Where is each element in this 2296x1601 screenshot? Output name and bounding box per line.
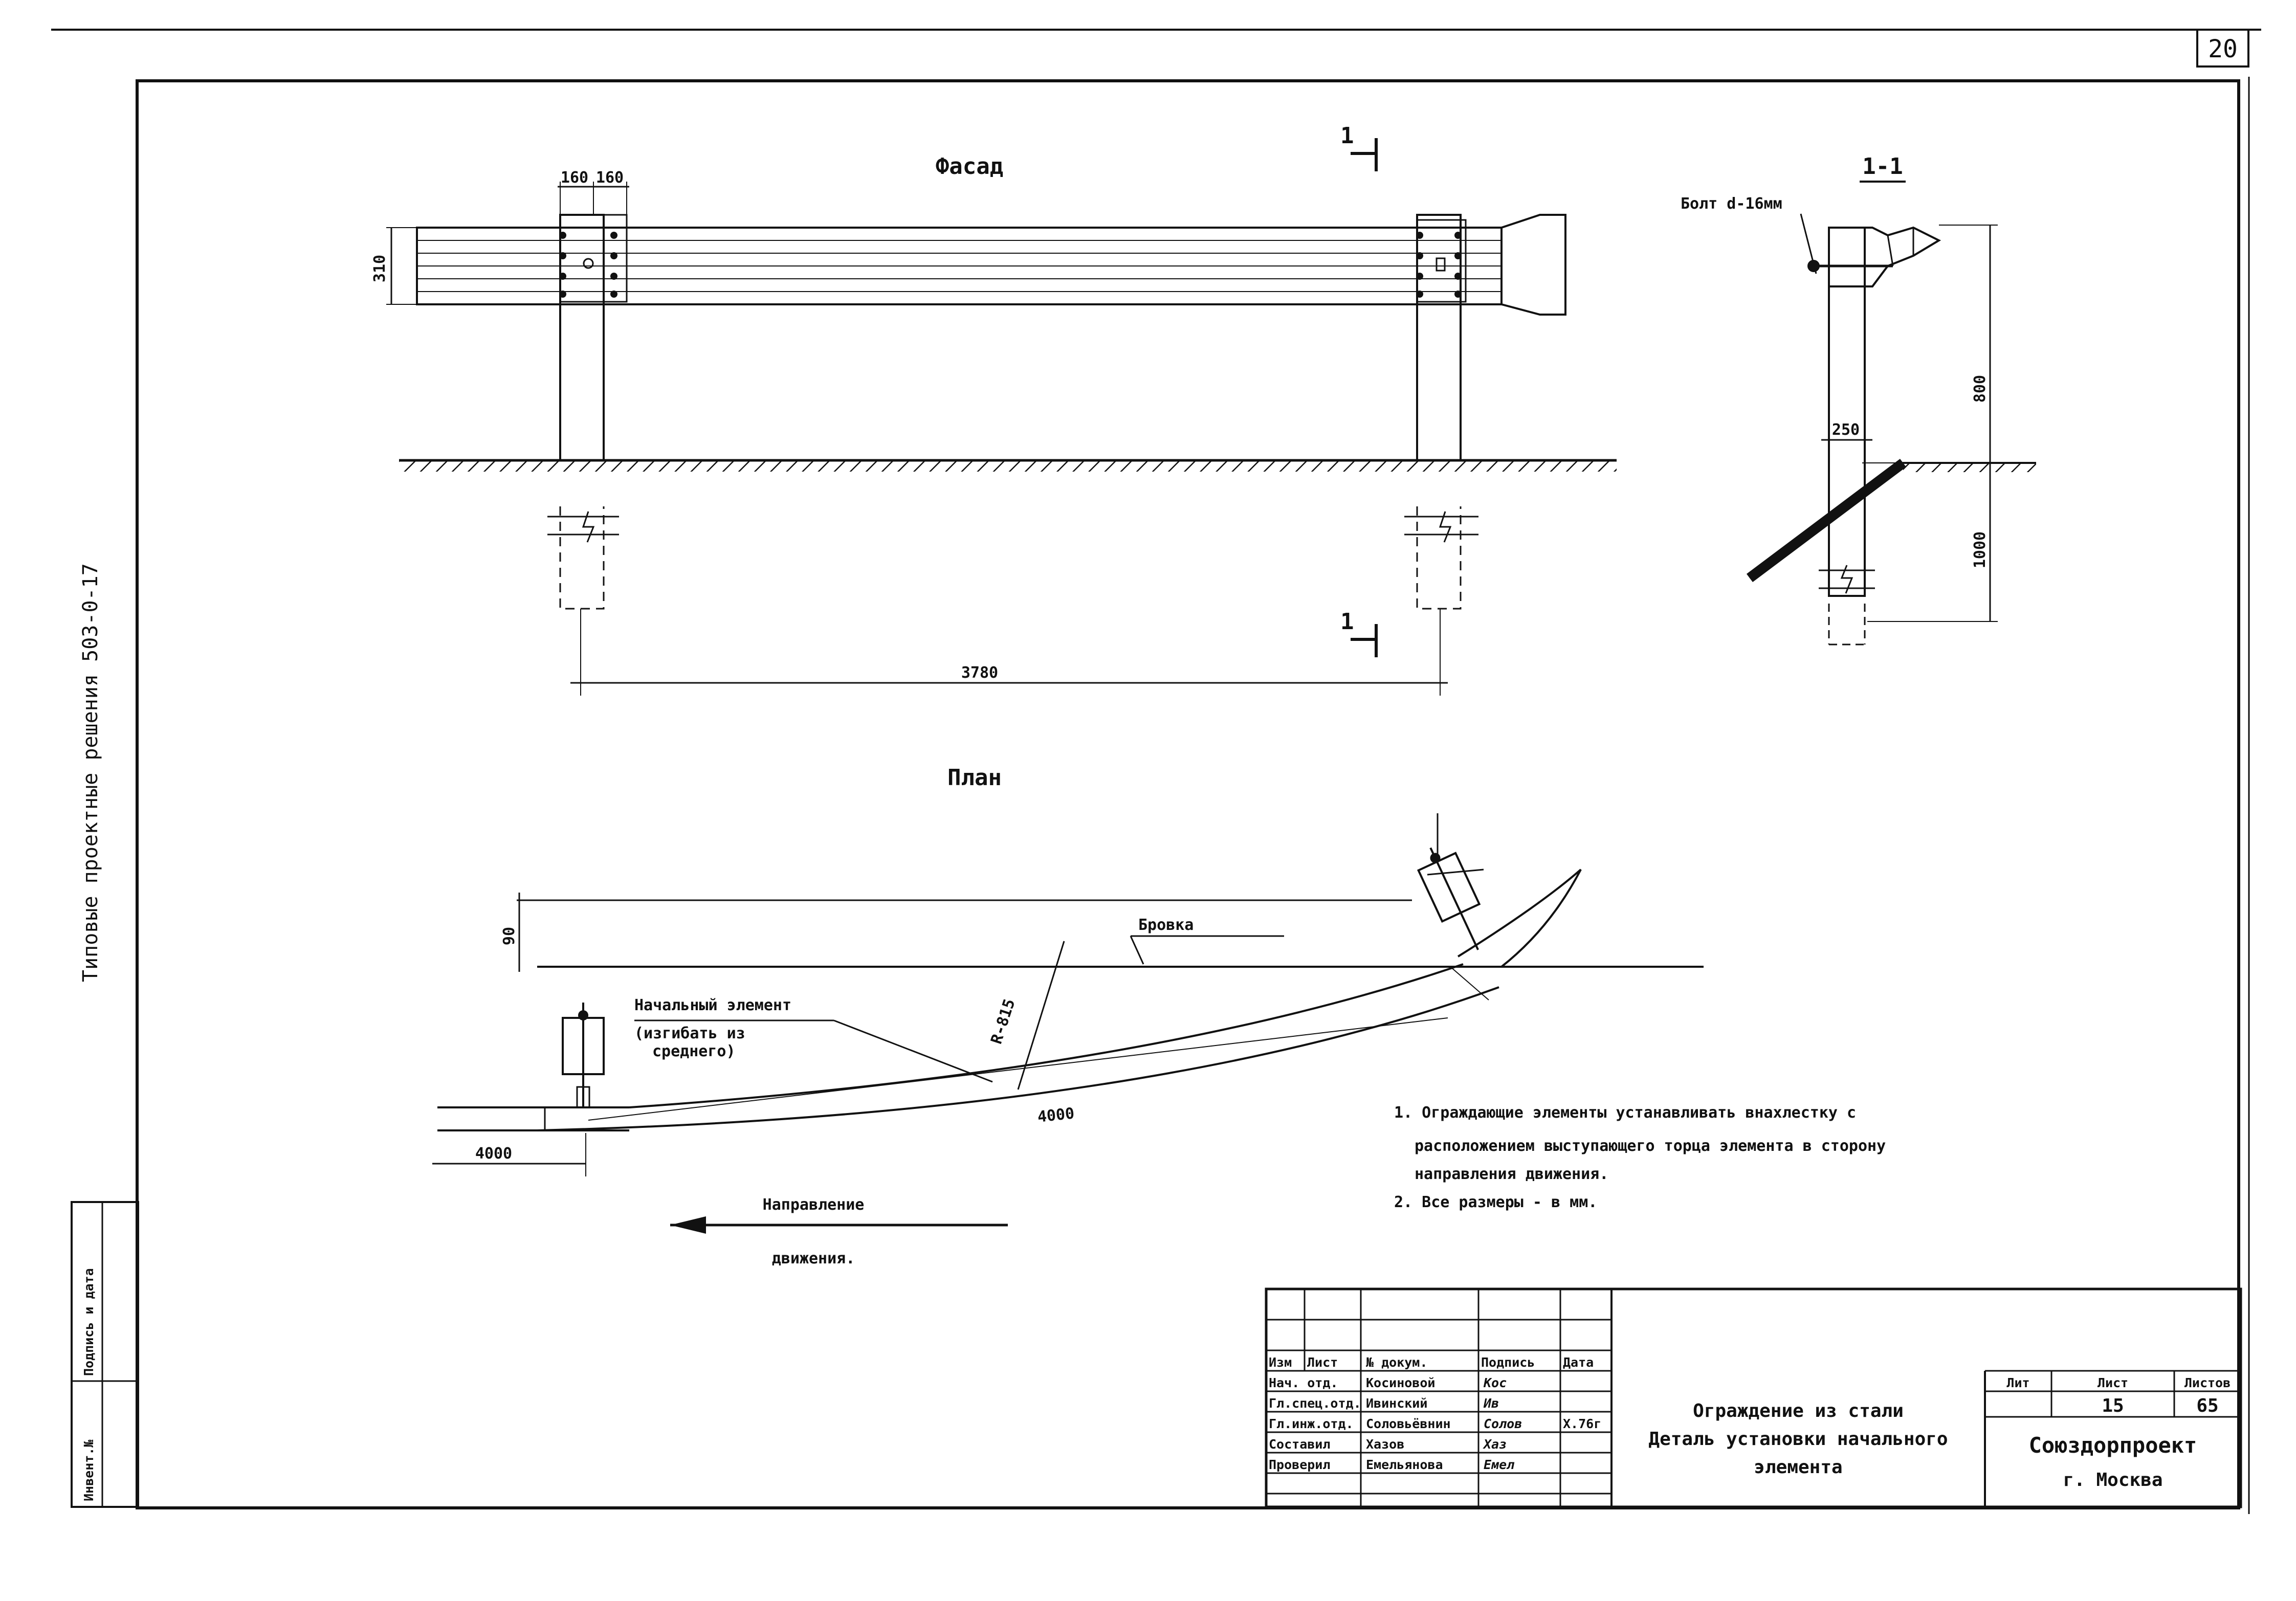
plan-drawing: [432, 813, 1704, 1234]
row-role-4: Составил: [1269, 1437, 1330, 1452]
v-list: 15: [2102, 1395, 2124, 1416]
dim-310: 310: [371, 255, 389, 282]
sheet-number: 20: [2208, 35, 2238, 63]
facade-title: Фасад: [936, 153, 1003, 180]
row-role-2: Гл.спец.отд.: [1269, 1396, 1361, 1411]
signature-date-label: Подпись и дата: [81, 1268, 96, 1376]
row-sign-5: Емел: [1484, 1457, 1515, 1472]
row-name-1: Косиновой: [1366, 1375, 1435, 1390]
dim-4000-curve: 4000: [1036, 1104, 1075, 1126]
row-sign-1: Кос: [1483, 1375, 1507, 1390]
drawing-title-1: Ограждение из стали: [1693, 1400, 1904, 1421]
brovka-label: Бровка: [1138, 916, 1194, 934]
th-izm: Изм: [1269, 1355, 1292, 1370]
section-mark-top: [1351, 138, 1378, 171]
title-block: [1265, 1287, 2242, 1508]
th-doc: № докум.: [1365, 1355, 1427, 1370]
row-sign-3: Солов: [1484, 1416, 1522, 1431]
post-left: [547, 214, 628, 610]
v-listov: 65: [2196, 1395, 2218, 1416]
dim-160-left: 160: [561, 169, 588, 187]
section-drawing: [1747, 213, 2036, 646]
post-right: [1404, 214, 1478, 610]
row-name-2: Ивинский: [1366, 1396, 1427, 1411]
drawing-title-3: элемента: [1754, 1457, 1842, 1478]
h-listov: Листов: [2184, 1375, 2231, 1390]
row-date-3: X.76г: [1563, 1416, 1601, 1431]
note-line-2: расположением выступающего торца элемент…: [1415, 1137, 1886, 1155]
note-line-4: 2. Все размеры - в мм.: [1394, 1193, 1597, 1211]
city: г. Москва: [2063, 1470, 2162, 1491]
direction-label-2: движения.: [772, 1250, 855, 1268]
th-sign: Подпись: [1481, 1355, 1535, 1370]
plan-title: План: [947, 765, 1002, 791]
radius-label: R-815: [987, 997, 1019, 1047]
dim-4000-left: 4000: [475, 1145, 512, 1163]
h-list: Лист: [2098, 1375, 2128, 1390]
th-list: Лист: [1307, 1355, 1338, 1370]
dim-1000: 1000: [1971, 531, 1989, 568]
sheet-frame: [51, 29, 2261, 1514]
row-role-3: Гл.инж.отд.: [1269, 1416, 1354, 1431]
row-name-3: Соловьёвнин: [1366, 1416, 1451, 1431]
element-label-3: среднего): [652, 1042, 736, 1060]
dim-250: 250: [1832, 421, 1860, 439]
dim-800: 800: [1971, 375, 1989, 403]
section-mark-bottom: [1351, 624, 1378, 657]
dim-3780: 3780: [961, 664, 998, 682]
note-line-1: 1. Ограждающие элементы устанавливать вн…: [1394, 1104, 1856, 1122]
h-lit: Лит: [2006, 1375, 2029, 1390]
row-name-4: Хазов: [1366, 1437, 1404, 1452]
th-date: Дата: [1563, 1355, 1594, 1370]
row-sign-2: Ив: [1483, 1396, 1499, 1411]
direction-label-1: Направление: [763, 1196, 865, 1214]
guardrail-beam: [416, 214, 1566, 316]
row-role-1: Нач. отд.: [1269, 1375, 1338, 1390]
dim-90: 90: [500, 927, 518, 945]
series-title: Типовые проектные решения 503-0-17: [79, 563, 102, 982]
element-label-2: (изгибать из: [634, 1025, 745, 1042]
dim-160-right: 160: [596, 169, 624, 187]
element-label-1: Начальный элемент: [634, 996, 791, 1014]
row-role-5: Проверил: [1269, 1457, 1330, 1472]
row-name-5: Емельянова: [1366, 1457, 1443, 1472]
section-mark-top-label: 1: [1340, 123, 1354, 149]
section-title: 1-1: [1862, 153, 1903, 180]
row-sign-4: Хаз: [1483, 1437, 1507, 1452]
note-line-3: направления движения.: [1415, 1165, 1608, 1183]
section-mark-bottom-label: 1: [1340, 609, 1354, 635]
bolt-label: Болт d-16мм: [1681, 195, 1782, 213]
inventory-box: [71, 1201, 139, 1508]
inventory-label: Инвент.№: [81, 1440, 96, 1501]
facade-dimension-lines: [386, 182, 1448, 696]
ground-line-facade: [399, 459, 1617, 472]
organization: Союздорпроект: [2029, 1433, 2197, 1458]
drawing-title-2: Деталь установки начального: [1648, 1429, 1948, 1450]
